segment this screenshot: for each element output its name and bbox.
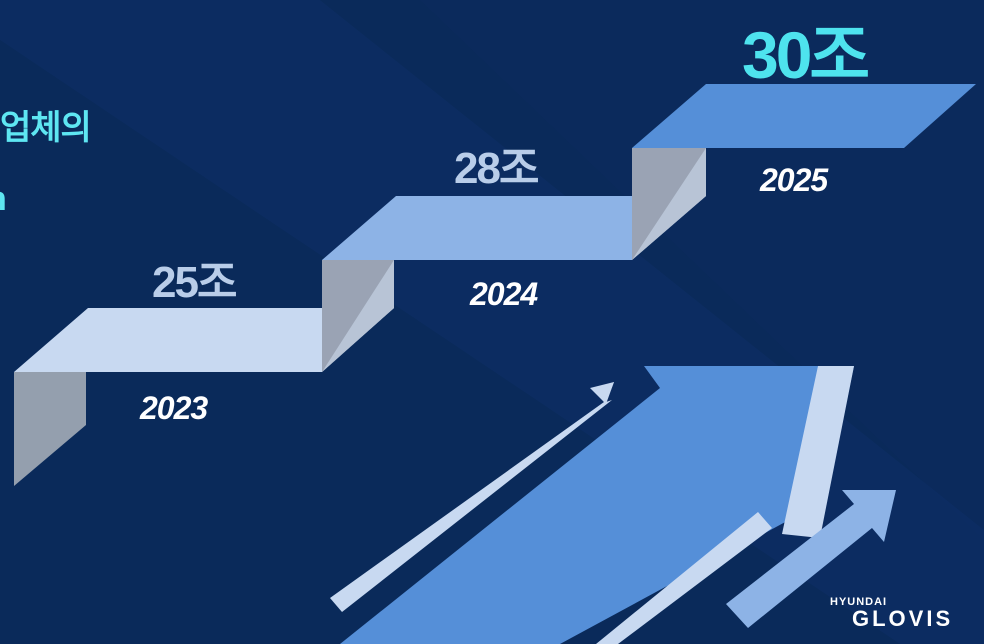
big-arrow: [340, 366, 854, 644]
step-2023-front: [14, 372, 86, 486]
amount-2024: 28조: [454, 144, 539, 193]
lower-stripe: [596, 512, 772, 644]
step-2025-top: [632, 84, 976, 148]
headline-line1: 업체의: [0, 109, 92, 147]
small-arrow: [726, 490, 896, 628]
amount-2025: 30조: [742, 18, 870, 92]
year-2024: 2024: [470, 276, 538, 312]
year-2023: 2023: [140, 390, 208, 426]
year-2025: 2025: [760, 162, 828, 198]
brand-glovis-logo: GLOVIS: [852, 606, 954, 631]
amount-2023: 25조: [152, 258, 237, 307]
step-2024-top: [322, 196, 706, 260]
riser-2023-2024-right: [322, 260, 394, 372]
thin-arrow-shaft: [330, 382, 614, 612]
headline-line2-fragment: h: [0, 180, 7, 219]
thin-arrow-head: [590, 382, 614, 404]
big-arrow-stripe: [782, 366, 854, 538]
brand-hyundai: HYUNDAI: [830, 596, 888, 608]
riser-2024-2025-right: [632, 148, 706, 260]
step-2023-top: [14, 308, 394, 372]
